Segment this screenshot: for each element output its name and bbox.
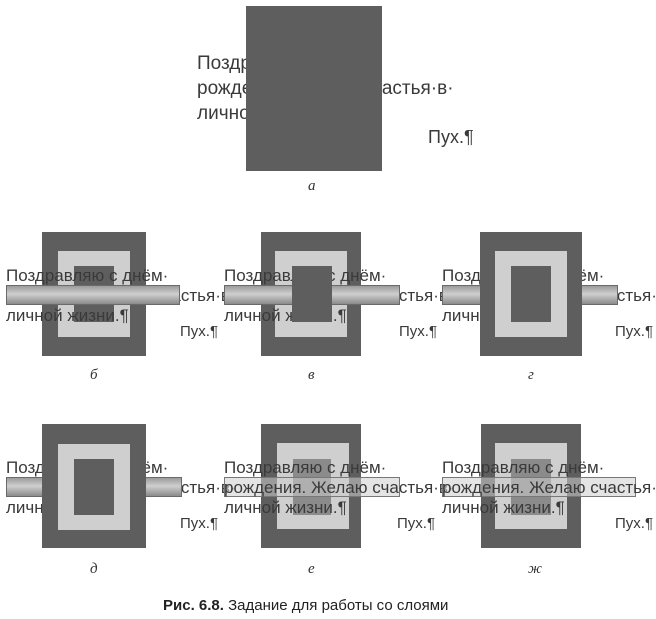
- greeting-line-1: Поздравляю с днём·: [224, 458, 387, 477]
- panel-label: в: [308, 367, 315, 383]
- panel-label: е: [308, 561, 315, 577]
- caption-text: Задание для работы со слоями: [223, 597, 449, 614]
- greeting-line-3: личной жизни.¶: [6, 306, 129, 325]
- gradient-bar: [6, 285, 180, 305]
- signature: Пух.¶: [180, 515, 219, 532]
- signature: Пух.¶: [615, 323, 654, 340]
- panel-label: г: [528, 367, 534, 383]
- inner-dark-square: [74, 459, 114, 515]
- translucent-bar: [224, 477, 400, 497]
- greeting-line-3: личной жизни.¶: [224, 498, 347, 517]
- panel-label: б: [90, 367, 98, 383]
- signature: Пух.¶: [180, 323, 219, 340]
- greeting-line-2: рождения. Желаю счастья·в·: [224, 478, 454, 497]
- inner-dark-square: [511, 266, 551, 322]
- panel-label: д: [90, 561, 98, 577]
- panel-label: ж: [528, 561, 542, 577]
- inner-dark-square: [292, 266, 332, 322]
- greeting-line-3: личной жизни.¶: [442, 498, 565, 517]
- dark-rectangle: [246, 6, 382, 171]
- signature: Пух.¶: [399, 323, 438, 340]
- figure-number: Рис. 6.8.: [163, 597, 224, 614]
- signature: Пух.¶: [428, 127, 474, 147]
- panel-label: а: [308, 178, 316, 194]
- translucent-bar: [442, 477, 636, 497]
- greeting-line-2: рождения. Желаю счастья·в·: [442, 478, 656, 497]
- signature: Пух.¶: [397, 515, 436, 532]
- figure-caption: Рис. 6.8. Задание для работы со слоями: [163, 597, 448, 614]
- greeting-line-1: Поздравляю с днём·: [442, 458, 605, 477]
- greeting-line-1: Поздравляю с днём·: [6, 266, 169, 285]
- signature: Пух.¶: [615, 515, 654, 532]
